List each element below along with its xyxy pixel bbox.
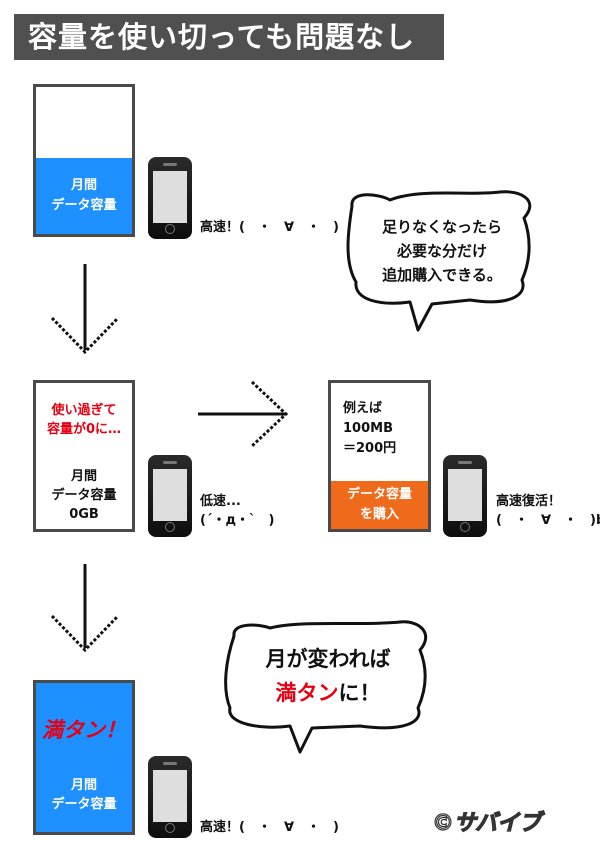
- warning-text-line-2: 容量が0に…: [46, 422, 122, 437]
- bubble-2-line-1: 月が変われば: [265, 647, 391, 671]
- bubble-1-line-3: 追加購入できる。: [382, 266, 502, 284]
- data-capacity-box-refilled: 満タン！ 月間 データ容量: [33, 680, 135, 835]
- smartphone-icon: [148, 756, 192, 838]
- example-line-2: 100MB: [343, 421, 393, 436]
- speed-status-fast: 高速！( ・ ∀ ・ ): [200, 220, 339, 235]
- down-arrow-1: [50, 264, 120, 355]
- smartphone-icon: [443, 455, 487, 537]
- full-tank-label: 満タン！: [42, 718, 126, 742]
- box-label-data-capacity: データ容量: [51, 488, 117, 503]
- box-label-zero-gb: 0GB: [69, 507, 99, 522]
- speed-status-fast: 高速！( ・ ∀ ・ ): [200, 820, 339, 835]
- data-capacity-fill: 月間 データ容量: [36, 158, 132, 234]
- data-capacity-box-full: 月間 データ容量: [33, 84, 135, 237]
- example-line-1: 例えば: [343, 401, 383, 416]
- right-arrow: [198, 380, 289, 448]
- speech-bubble-1-shape: [346, 190, 532, 332]
- speech-bubble-2-shape: [224, 620, 428, 754]
- bubble-2-line-2: 満タンに！: [240, 680, 416, 706]
- example-line-3: ＝200円: [343, 441, 397, 456]
- smartphone-icon: [148, 455, 192, 537]
- speed-status-restored-line-1: 高速復活！: [496, 494, 562, 509]
- bubble-1-line-1: 足りなくなったら: [381, 218, 502, 236]
- box-label-monthly: 月間: [70, 178, 97, 193]
- box-label-monthly: 月間: [70, 469, 97, 484]
- bubble-1-line-2: 必要な分だけ: [396, 242, 487, 260]
- box-label-data-capacity: データ容量: [51, 797, 117, 812]
- bubble-2-suffix: に！: [338, 681, 381, 705]
- buy-label-line-2: を購入: [359, 507, 399, 522]
- data-capacity-box-empty: 使い過ぎて 容量が0に… 月間 データ容量 0GB: [33, 380, 135, 532]
- warning-text-line-1: 使い過ぎて: [51, 403, 117, 418]
- box-label-monthly: 月間: [70, 778, 97, 793]
- smartphone-icon: [148, 157, 192, 239]
- buy-label-line-1: データ容量: [346, 487, 412, 502]
- bubble-2-full-tank: 満タン: [275, 681, 339, 705]
- speed-status-slow-line-2: (´・д・` ): [200, 513, 275, 528]
- down-arrow-2: [50, 564, 120, 653]
- purchase-box: 例えば 100MB ＝200円 データ容量 を購入: [328, 380, 431, 532]
- page-title: 容量を使い切っても問題なし: [14, 14, 444, 60]
- box-label-data-capacity: データ容量: [51, 198, 117, 213]
- speed-status-slow-line-1: 低速...: [200, 494, 241, 509]
- buy-data-capacity-panel: データ容量 を購入: [331, 481, 428, 529]
- watermark-logo: ©サバイブ: [431, 810, 542, 836]
- speed-status-restored-line-2: ( ・ ∀ ・ )b: [496, 513, 600, 528]
